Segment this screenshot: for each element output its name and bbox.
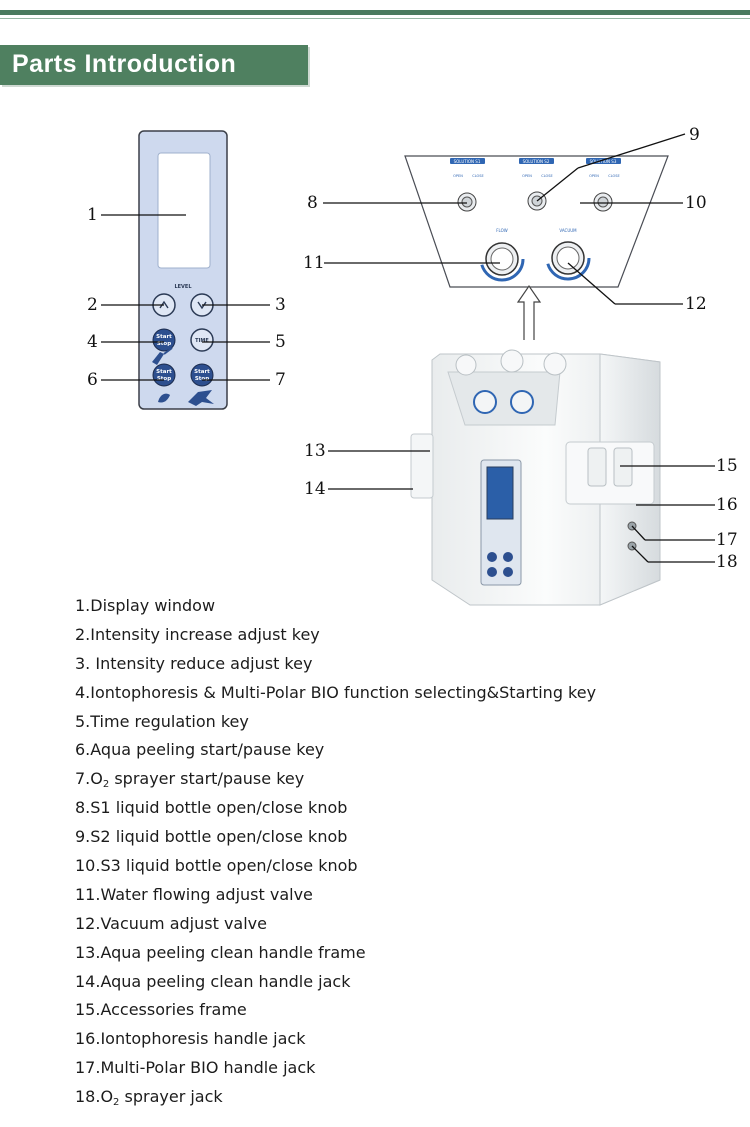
legend-item: 5.Time regulation key — [75, 711, 249, 731]
callout-3: 3 — [275, 295, 286, 315]
callout-8: 8 — [307, 193, 318, 213]
s1-knob[interactable]: SOLUTION S1 OPEN CLOSE — [450, 158, 485, 212]
legend-item: 18.O2 sprayer jack — [75, 1087, 223, 1109]
legend-item: 1.Display window — [75, 596, 216, 615]
svg-text:FLOW: FLOW — [496, 228, 508, 233]
top-rule-thin — [0, 18, 750, 19]
svg-text:Stop: Stop — [157, 376, 171, 382]
legend-item: 9.S2 liquid bottle open/close knob — [75, 827, 348, 847]
device-body — [410, 349, 661, 606]
level-label: LEVEL — [174, 284, 192, 290]
callout-10: 10 — [685, 193, 707, 213]
legend-item: 2.Intensity increase adjust key — [75, 624, 320, 644]
legend-item: 3. Intensity reduce adjust key — [75, 653, 313, 673]
svg-text:TIME: TIME — [195, 338, 209, 344]
callout-18: 18 — [716, 552, 738, 572]
leader-lines — [101, 133, 715, 563]
parts-legend: 1.Display window 2.Intensity increase ad… — [75, 592, 735, 1112]
vacuum-valve[interactable]: VACUUM — [545, 228, 591, 281]
legend-item: 12.Vacuum adjust valve — [75, 913, 267, 933]
callout-17: 17 — [716, 530, 738, 550]
svg-text:OPEN: OPEN — [522, 174, 532, 178]
callout-2: 2 — [87, 295, 98, 315]
callout-11: 11 — [303, 253, 325, 273]
svg-text:Start: Start — [156, 334, 172, 340]
legend-item: 17.Multi-Polar BIO handle jack — [75, 1058, 316, 1078]
svg-text:OPEN: OPEN — [453, 174, 463, 178]
callout-9: 9 — [689, 125, 700, 145]
function-select-start-key[interactable]: Start Stop — [152, 328, 176, 352]
callout-16: 16 — [716, 495, 738, 515]
control-panel: LEVEL Start Stop TIME Start Stop — [138, 130, 228, 410]
svg-text:Stop: Stop — [195, 376, 209, 382]
legend-item: 11.Water flowing adjust valve — [75, 884, 313, 904]
svg-text:SOLUTION S2: SOLUTION S2 — [523, 159, 550, 164]
callout-15: 15 — [716, 456, 738, 476]
legend-item: 8.S1 liquid bottle open/close knob — [75, 798, 348, 818]
top-rule — [0, 10, 750, 15]
legend-item: 13.Aqua peeling clean handle frame — [75, 942, 366, 962]
svg-text:VACUUM: VACUUM — [559, 228, 577, 233]
svg-text:OPEN: OPEN — [589, 174, 599, 178]
droplet-icon — [158, 393, 170, 403]
callout-14: 14 — [304, 479, 326, 499]
legend-item: 16.Iontophoresis handle jack — [75, 1029, 306, 1049]
legend-item: 7.O2 sprayer start/pause key — [75, 769, 305, 791]
svg-text:Start: Start — [194, 369, 210, 375]
callout-1: 1 — [87, 205, 98, 225]
parts-diagram: LEVEL Start Stop TIME Start Stop — [101, 130, 715, 606]
legend-item: 15.Accessories frame — [75, 1000, 247, 1020]
flow-valve[interactable]: FLOW — [479, 228, 525, 282]
section-header: Parts Introduction — [0, 45, 308, 85]
wand-icon — [152, 347, 173, 365]
svg-text:Start: Start — [156, 369, 172, 375]
svg-text:CLOSE: CLOSE — [608, 174, 619, 178]
o2-sprayer-start-key[interactable]: Start Stop — [190, 363, 214, 387]
aqua-peeling-start-key[interactable]: Start Stop — [152, 363, 176, 387]
legend-item: 10.S3 liquid bottle open/close knob — [75, 856, 358, 876]
svg-text:SOLUTION S1: SOLUTION S1 — [454, 159, 481, 164]
legend-item: 6.Aqua peeling start/pause key — [75, 740, 325, 760]
time-regulation-key[interactable]: TIME — [190, 328, 214, 352]
display-window — [157, 152, 211, 269]
legend-item: 14.Aqua peeling clean handle jack — [75, 971, 351, 991]
callout-4: 4 — [87, 332, 98, 352]
callout-5: 5 — [275, 332, 286, 352]
svg-text:Stop: Stop — [157, 341, 171, 347]
sprayer-icon — [188, 390, 214, 406]
svg-text:CLOSE: CLOSE — [541, 174, 552, 178]
section-title: Parts Introduction — [12, 50, 237, 78]
callout-7: 7 — [275, 370, 286, 390]
callout-13: 13 — [304, 441, 326, 461]
zoom-arrow — [516, 284, 542, 340]
svg-text:CLOSE: CLOSE — [472, 174, 483, 178]
legend-item: 4.Iontophoresis & Multi-Polar BIO functi… — [75, 682, 597, 702]
callout-12: 12 — [685, 294, 707, 314]
svg-text:SOLUTION S3: SOLUTION S3 — [590, 159, 617, 164]
s3-knob[interactable]: SOLUTION S3 OPEN CLOSE — [586, 158, 621, 212]
callout-6: 6 — [87, 370, 98, 390]
top-panel-zoom: SOLUTION S1 OPEN CLOSE SOLUTION S2 OPEN … — [404, 155, 669, 288]
